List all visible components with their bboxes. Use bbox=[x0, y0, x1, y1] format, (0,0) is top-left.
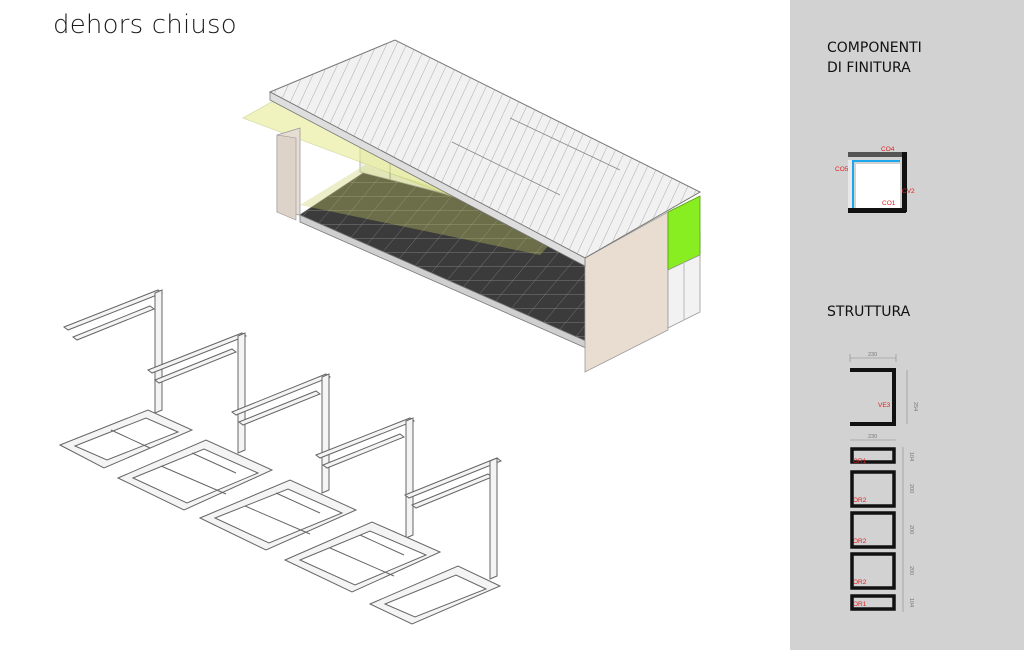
components-title-line2: DI FINITURA bbox=[827, 60, 911, 76]
structure-detail: 230 254 VE3 230 OR1 OR2 OR2 OR2 OR1 104 … bbox=[849, 352, 918, 612]
page-title: dehors chiuso bbox=[53, 10, 237, 40]
dim-top-width: 230 bbox=[868, 352, 877, 358]
dim-seg-5: 104 bbox=[908, 598, 914, 607]
roof-slats bbox=[270, 40, 700, 258]
dehors-axonometric-view bbox=[242, 39, 702, 373]
finish-label-cv2: CV2 bbox=[902, 188, 915, 195]
finish-label-co5: CO5 bbox=[835, 166, 849, 173]
frame-label-ve3: VE3 bbox=[878, 402, 891, 409]
dim-base-width: 230 bbox=[868, 434, 877, 440]
structure-exploded-view bbox=[58, 289, 503, 625]
finishing-components-detail: CO4 CO5 CV2 CO1 bbox=[835, 146, 915, 213]
base-label-or2-c: OR2 bbox=[853, 579, 867, 586]
dim-seg-4: 200 bbox=[908, 566, 914, 575]
frame-module-3 bbox=[198, 373, 358, 551]
base-label-or2-b: OR2 bbox=[853, 538, 867, 545]
frame-module-5 bbox=[368, 457, 503, 625]
roof-fascia bbox=[269, 91, 586, 267]
sidebar: COMPONENTI DI FINITURA CO4 CO5 CV2 CO1 S… bbox=[790, 0, 1024, 650]
finish-label-co4: CO4 bbox=[881, 146, 895, 153]
structure-title: STRUTTURA bbox=[827, 304, 911, 320]
base-label-or1-top: OR1 bbox=[853, 458, 867, 465]
finish-label-co1: CO1 bbox=[882, 200, 896, 207]
base-label-or1-bottom: OR1 bbox=[853, 601, 867, 608]
right-wall bbox=[584, 211, 669, 373]
components-title-line1: COMPONENTI bbox=[827, 40, 922, 56]
left-wall-face bbox=[276, 134, 297, 221]
dim-side-height: 254 bbox=[912, 402, 918, 411]
base-label-or2-a: OR2 bbox=[853, 497, 867, 504]
drawing-canvas: dehors chiuso bbox=[53, 10, 702, 625]
glazed-panel-shadow bbox=[300, 165, 565, 255]
dim-seg-3: 200 bbox=[908, 525, 914, 534]
frame-module-1 bbox=[58, 289, 194, 469]
frame-module-4 bbox=[283, 417, 442, 593]
dim-seg-2: 200 bbox=[908, 484, 914, 493]
dim-seg-1: 104 bbox=[908, 452, 914, 461]
